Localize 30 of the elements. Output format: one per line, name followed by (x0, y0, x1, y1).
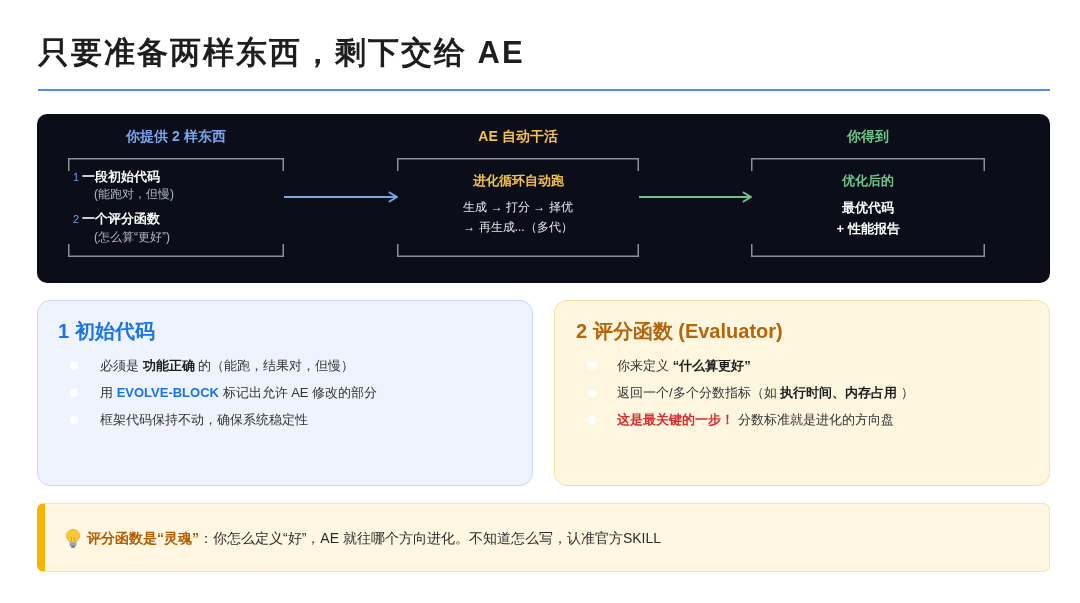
column-heading: 你提供 2 样东西 (126, 127, 226, 146)
page-title: 只要准备两样东西，剩下交给 AE (38, 34, 525, 72)
item-number: 2 (73, 211, 80, 227)
result-text: + 性能报告 (836, 220, 900, 238)
bullet-text: 返回一个/多个分数指标（如 执行时间、内存占用 ） (617, 384, 914, 402)
card-heading: 1 初始代码 (58, 319, 155, 344)
subheading: 优化后的 (842, 172, 894, 190)
bullet-text: 框架代码保持不动，确保系统稳定性 (100, 411, 308, 429)
dark-panel (37, 114, 1050, 283)
card-heading: 2 评分函数 (Evaluator) (576, 319, 783, 344)
bullet-text: 这是最关键的一步！ 分数标准就是进化的方向盘 (617, 411, 894, 429)
bullet-text: 你来定义 “什么算更好” (617, 357, 751, 375)
info-card (554, 300, 1050, 486)
item-note: (能跑对，但慢) (94, 185, 174, 203)
item-text: 一段初始代码 (82, 169, 160, 186)
info-card (37, 300, 533, 486)
flow-text: 生成 → 打分 → 择优 → 再生成...（多代） (462, 199, 574, 236)
bullet-text: 用 EVOLVE-BLOCK 标记出允许 AE 修改的部分 (100, 384, 378, 402)
arrow (283, 191, 398, 203)
result-text: 最优代码 (842, 199, 894, 217)
subheading: 进化循环自动跑 (472, 172, 564, 190)
bullet-text: 必须是 功能正确 的（能跑，结果对，但慢） (100, 357, 355, 375)
tip-text: 评分函数是“灵魂”：你怎么定义“好”，AE 就往哪个方向进化。不知道怎么写，认准官方SKILL (87, 529, 662, 548)
item-note: (怎么算“更好”) (94, 228, 170, 246)
column-heading: AE 自动干活 (478, 127, 558, 146)
tip-banner (37, 503, 1050, 572)
item-text: 一个评分函数 (82, 211, 160, 228)
column-heading: 你得到 (847, 127, 889, 146)
item-number: 1 (73, 169, 80, 185)
arrow (638, 191, 752, 203)
